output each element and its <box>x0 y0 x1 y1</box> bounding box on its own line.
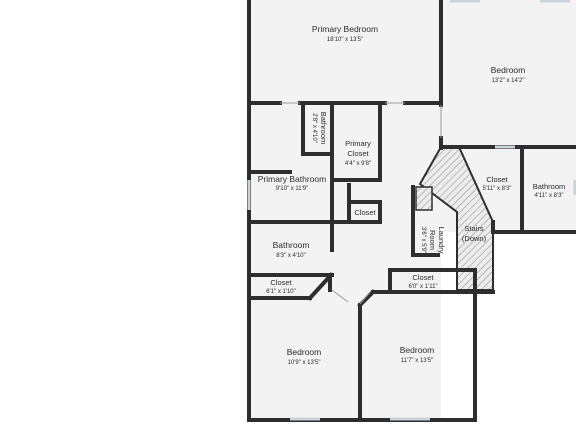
label-laundry-2: Room <box>428 230 437 250</box>
dims-bedroom-s: 11'7" x 13'5" <box>401 358 433 364</box>
dims-laundry: 3'6" x 5'9" <box>420 227 426 253</box>
label-closet-e: Closet <box>486 175 508 184</box>
label-bathroom-mid: Bathroom <box>273 240 310 250</box>
dims-closet-hall: 6'0" x 1'11" <box>408 284 437 290</box>
dims-bathroom-e: 4'11" x 8'3" <box>534 193 563 199</box>
label-bedroom-ne: Bedroom <box>491 65 526 75</box>
floor-areas <box>248 0 576 421</box>
room-labels: Primary Bedroom 18'10" x 13'5" Bedroom 1… <box>258 24 566 366</box>
label-bathroom-small: Bathroom <box>319 112 328 145</box>
label-bathroom-e: Bathroom <box>533 182 566 191</box>
label-stairs-1: Stairs <box>464 224 483 233</box>
stairs-landing <box>415 186 433 211</box>
label-stairs-2: (Down) <box>462 234 487 243</box>
label-primary-closet-2: Closet <box>347 149 369 158</box>
doors <box>280 102 442 305</box>
label-bedroom-sw: Bedroom <box>287 347 322 357</box>
label-primary-bedroom: Primary Bedroom <box>312 24 378 34</box>
label-closet-w: Closet <box>270 278 292 287</box>
dims-bathroom-mid: 8'3" x 4'10" <box>276 253 306 259</box>
dims-closet-w: 6'1" x 1'10" <box>266 289 296 295</box>
label-closet-small: Closet <box>354 208 376 217</box>
windows <box>247 0 576 421</box>
dims-closet-e: 5'11" x 8'3" <box>482 186 511 192</box>
label-primary-closet-1: Primary <box>345 139 371 148</box>
dims-primary-bathroom: 9'10" x 11'9" <box>276 186 308 192</box>
dims-primary-closet: 4'4" x 9'8" <box>345 161 371 167</box>
walls <box>247 0 576 422</box>
label-laundry-1: Laundry <box>437 226 446 253</box>
dims-bathroom-small: 2'8" x 4'10" <box>311 113 317 143</box>
dims-bedroom-ne: 13'2" x 14'2" <box>492 78 525 84</box>
label-primary-bathroom: Primary Bathroom <box>258 174 327 184</box>
dims-primary-bedroom: 18'10" x 13'5" <box>327 37 363 43</box>
label-bedroom-s: Bedroom <box>400 345 435 355</box>
dims-bedroom-sw: 10'9" x 13'5" <box>288 360 321 366</box>
label-closet-hall: Closet <box>412 273 434 282</box>
